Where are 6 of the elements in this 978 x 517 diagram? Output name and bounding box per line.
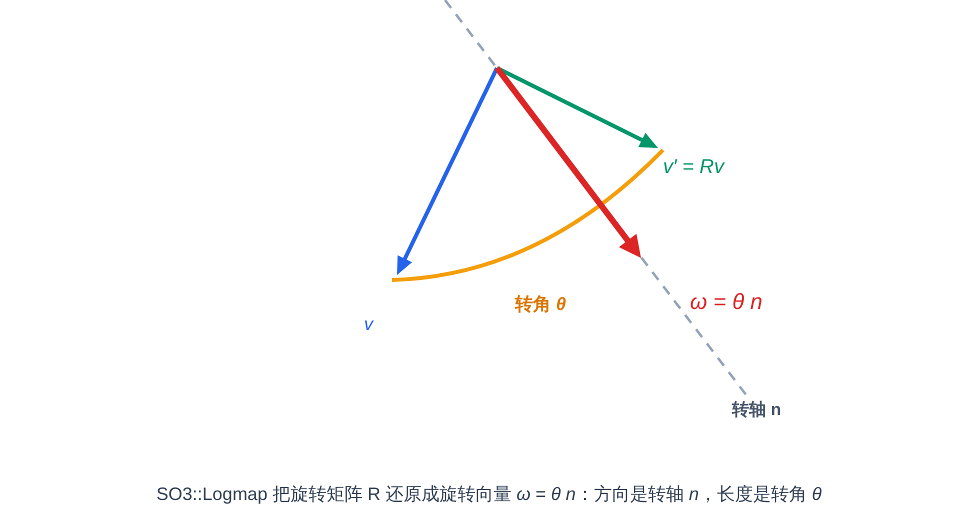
vector-label: v bbox=[364, 314, 373, 336]
caption: SO3::Logmap 把旋转矩阵 R 还原成旋转向量 ω = θ n：方向是转轴 n，长度是转角 θ bbox=[156, 484, 822, 504]
axis-label: 转轴 n bbox=[732, 400, 782, 420]
vector-label: v′ = Rv bbox=[663, 155, 724, 179]
vector-label: ω = θ n bbox=[690, 289, 762, 316]
angle-label: 转角 θ bbox=[515, 294, 566, 316]
